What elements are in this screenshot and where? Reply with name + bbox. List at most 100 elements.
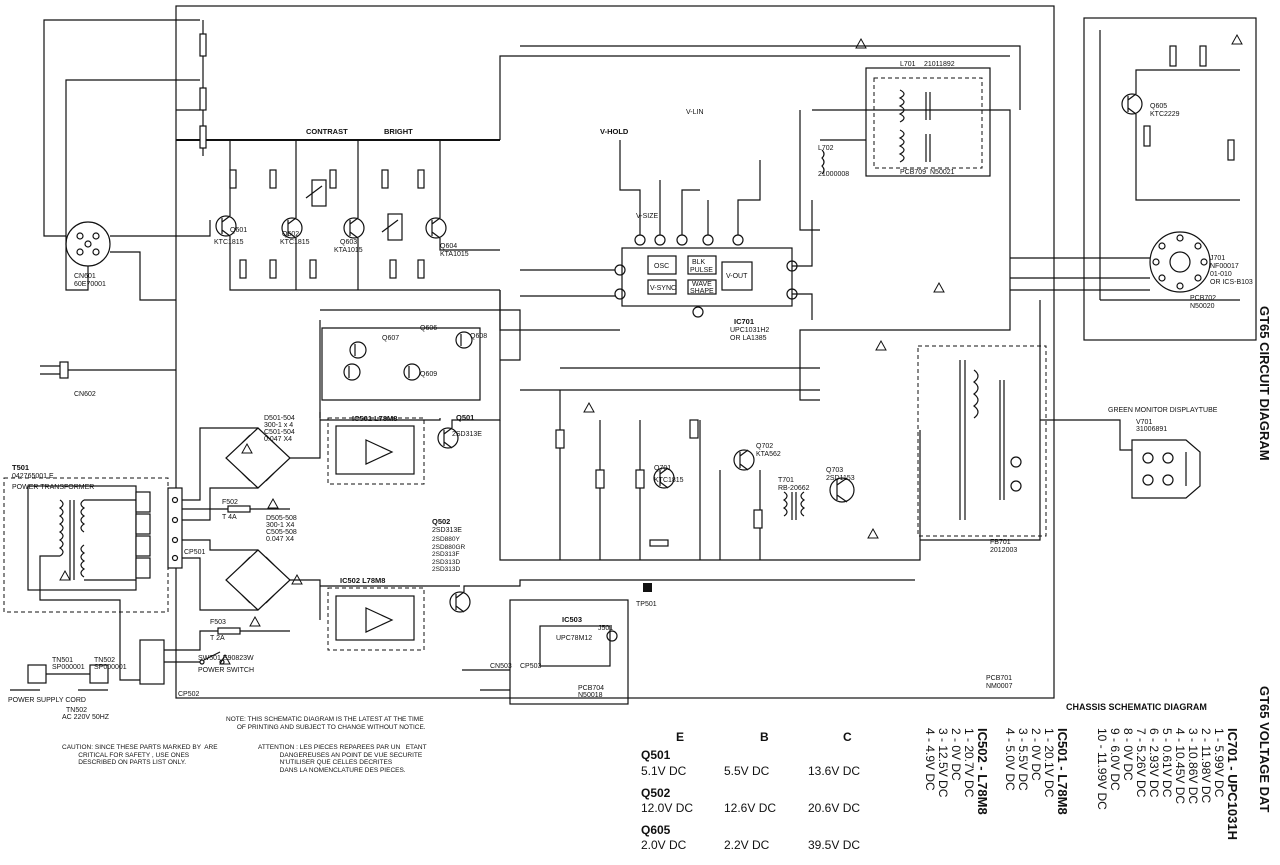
q607-symbol [343, 363, 361, 381]
circuit-diagram-title: GT65 CIRCUIT DIAGRAM [1257, 306, 1272, 461]
q501-b-value: 5.5V DC [724, 764, 770, 778]
fuse-f502 [227, 505, 251, 513]
ic502-frame [335, 595, 415, 641]
j701-sub-label: 01-010 [1210, 271, 1232, 278]
tn501-label: TN501 [52, 657, 73, 664]
q702-part-label: KTA562 [756, 451, 781, 458]
ic502-pin2: 2 - 0V DC [949, 728, 963, 781]
cn601-label: CN601 [74, 273, 96, 280]
q502-alternates: 2SD880Y 2SD880GR 2SD313F 2SD313D 2SD313D [432, 536, 466, 573]
sw501-label: SW501 E90823W [198, 655, 254, 662]
attention-note: ATTENTION : LES PIECES REPAREES PAR UN E… [258, 744, 427, 774]
j701-socket [1149, 231, 1211, 293]
vlin-label: V-LIN [686, 109, 704, 116]
col-header-c: C [843, 730, 852, 744]
cn503-label: CN503 [490, 663, 512, 670]
transformer-label: POWER TRANSFORMER [12, 484, 94, 491]
q602-part-label: KTC1815 [280, 239, 310, 246]
q701-part-label: KTC1815 [654, 477, 684, 484]
q501-label: Q501 [456, 413, 474, 422]
ic501-frame [335, 425, 415, 475]
q601-part-label: KTC1815 [214, 239, 244, 246]
pcb704-label: PCB704 [578, 685, 604, 692]
power-cord-label: POWER SUPPLY CORD [8, 697, 86, 704]
q604-part-label: KTA1015 [440, 251, 469, 258]
tp501-marker [643, 583, 652, 592]
c505-value: 0.047 X4 [266, 536, 294, 543]
ic701-pin1: 1 - 5.99V DC [1212, 728, 1226, 798]
q605-c-value: 39.5V DC [808, 838, 861, 852]
ic701-voltages: IC701 - UPC1031H 1 - 5.99V DC 2 - 11.98V… [1095, 728, 1240, 840]
vsize-label: V-SIZE [636, 213, 659, 220]
ic701-osc [647, 255, 677, 275]
ic701-blk [687, 255, 717, 275]
j701-part-label: NF00017 [1210, 263, 1239, 270]
ic501-dashed [327, 417, 425, 485]
ic502-label: IC502 L78M8 [340, 576, 385, 585]
q603-label: Q603 [340, 239, 357, 246]
cn601-part-label: 60E70001 [74, 281, 106, 288]
q702-label: Q702 [756, 443, 773, 450]
voltage-data-title: GT65 VOLTAGE DAT [1257, 686, 1272, 813]
fb701-label: FB701 [990, 539, 1011, 546]
row-name-q502: Q502 [641, 786, 671, 800]
q502-label: Q502 [432, 517, 450, 526]
caution-note: CAUTION: SINCE THESE PARTS MARKED BY ARE… [62, 744, 218, 766]
cp501-label: CP501 [184, 549, 206, 556]
ic701-pin6: 6 - 2.93V DC [1147, 728, 1161, 798]
q602-label: Q602 [282, 231, 299, 238]
q604-symbol [425, 217, 447, 239]
f503-label: F503 [210, 619, 226, 626]
cp501-block [167, 487, 183, 569]
schematic-note: NOTE: THIS SCHEMATIC DIAGRAM IS THE LATE… [226, 716, 426, 731]
q603-part-label: KTA1015 [334, 247, 363, 254]
q608-symbol [455, 331, 473, 349]
q605-part-label: KTC2229 [1150, 111, 1180, 118]
l702-label: L702 [818, 145, 834, 152]
col-header-e: E [676, 730, 685, 744]
q606-label: Q606 [420, 325, 437, 332]
ic701-label: IC701 [734, 317, 754, 326]
cn601-connector [65, 221, 111, 267]
blk-label: BLK [692, 259, 706, 266]
q501-e-value: 5.1V DC [641, 764, 687, 778]
t701-label: T701 [778, 477, 794, 484]
pulse-label: PULSE [690, 267, 713, 274]
d505-value: 300-1 X4 [266, 522, 295, 529]
row-name-q501: Q501 [641, 748, 671, 762]
l701-box [865, 67, 991, 177]
ic701-pin4: 4 - 10.45V DC [1173, 728, 1187, 805]
q502-symbol [449, 591, 471, 613]
j701-alt-label: OR ICS-B103 [1210, 279, 1253, 286]
ic502-title: IC502 - L78M8 [975, 728, 990, 815]
l701-part-label: 21011892 [924, 61, 955, 68]
tn502-label: TN502 [94, 657, 115, 664]
q601-symbol [215, 215, 237, 237]
t501-label: T501 [12, 463, 29, 472]
crt-tube [1131, 439, 1201, 499]
pcb709-part-label: N50021 [930, 169, 955, 176]
cn502-input-label: TN502 [66, 707, 87, 714]
pcb702-outline [1083, 17, 1257, 341]
warning-triangle-icon [59, 33, 1243, 665]
pcb-outline [175, 5, 1055, 699]
ic501-pin4: 4 - 5.0V DC [1003, 728, 1017, 791]
ic701-pin7: 7 - 5.26V DC [1134, 728, 1148, 798]
q703-part-label: 2SD1153 [826, 475, 855, 482]
ic701-pin8: 8 - 0V DC [1121, 728, 1135, 781]
q605-b-value: 2.2V DC [724, 838, 770, 852]
q701-symbol [653, 467, 675, 489]
ic701-pin9: 9 - 6.0V DC [1108, 728, 1122, 791]
bright-label: BRIGHT [384, 127, 413, 136]
c505-label: C505-508 [266, 529, 297, 536]
v701-part-label: 31006891 [1136, 426, 1167, 433]
ic701-pin2: 2 - 11.98V DC [1199, 728, 1213, 804]
ic701-vout [721, 261, 753, 291]
d501-label: D501-504 [264, 415, 295, 422]
v701-label: V701 [1136, 419, 1152, 426]
q607-label: Q607 [382, 335, 399, 342]
t701-part-label: RB-20662 [778, 485, 810, 492]
q502-c-value: 20.6V DC [808, 801, 861, 815]
